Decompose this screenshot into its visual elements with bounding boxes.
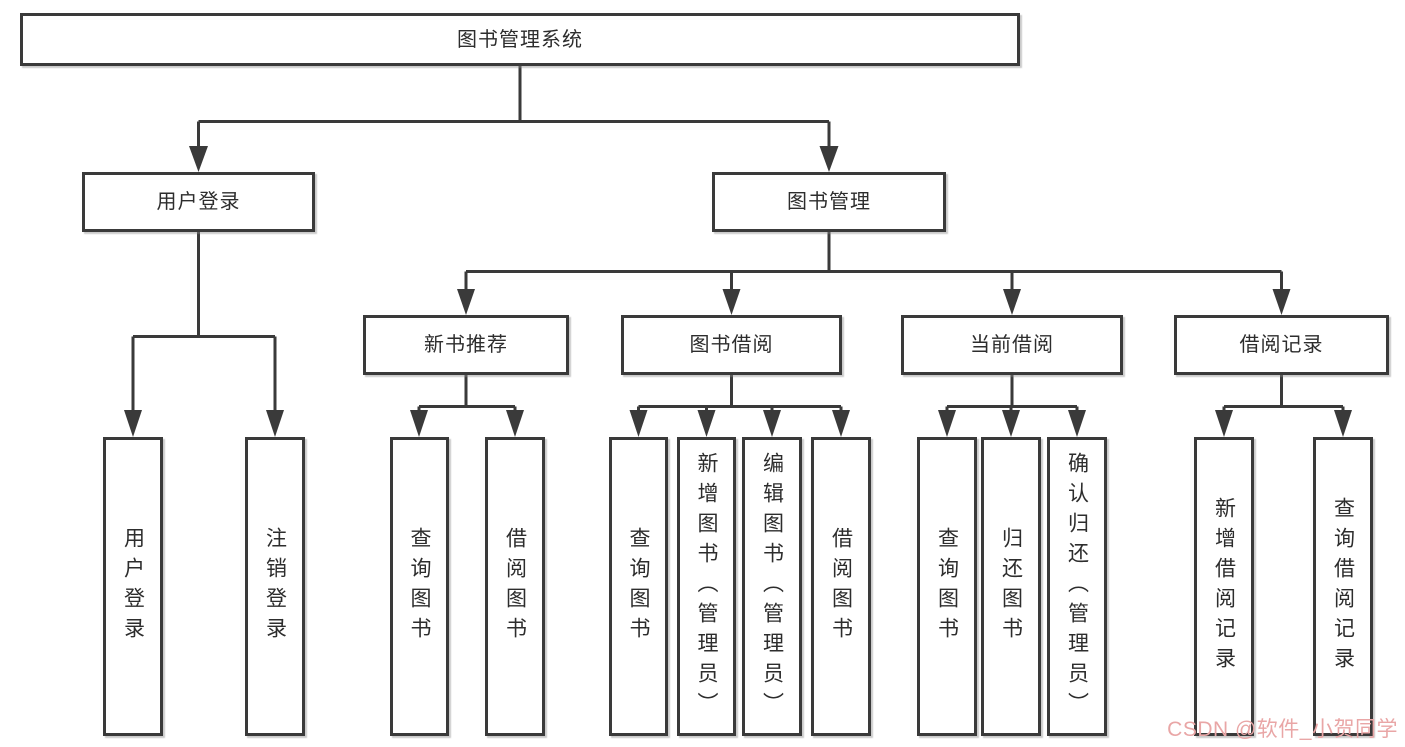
leaf-edit-books-admin: 编辑图书（管理员） — [742, 437, 802, 736]
arrow-down-icon — [124, 410, 142, 437]
leaf-logout: 注销登录 — [245, 437, 305, 736]
connector-records-branch — [1222, 375, 1345, 413]
node-book-borrowing-label: 图书借阅 — [689, 334, 774, 356]
leaf-add-borrow-record-label: 新增借阅记录 — [1212, 496, 1236, 677]
connector-book-mgmt-branch — [464, 232, 1283, 291]
arrow-down-icon — [938, 410, 956, 437]
leaf-add-books-admin: 新增图书（管理员） — [677, 437, 736, 736]
watermark-text: CSDN @软件_小贺同学 — [1167, 718, 1398, 741]
leaf-confirm-return-admin-label: 确认归还（管理员） — [1065, 451, 1089, 722]
leaf-query-books-1-label: 查询图书 — [408, 526, 431, 647]
leaf-query-books-3-label: 查询图书 — [935, 526, 959, 647]
connector-new-book-branch — [417, 375, 517, 413]
leaf-query-books-2-label: 查询图书 — [627, 526, 650, 647]
node-current-borrowing-label: 当前借阅 — [970, 334, 1054, 356]
node-borrowing-records-label: 借阅记录 — [1239, 334, 1324, 356]
node-book-management: 图书管理 — [712, 172, 946, 232]
leaf-return-books: 归还图书 — [981, 437, 1041, 736]
arrow-down-icon — [1334, 410, 1352, 437]
node-book-management-label: 图书管理 — [787, 191, 871, 213]
node-root-label: 图书管理系统 — [457, 28, 583, 51]
arrow-down-icon — [629, 410, 648, 437]
node-new-book-recommend: 新书推荐 — [363, 315, 569, 375]
leaf-user-login-label: 用户登录 — [121, 526, 145, 647]
leaf-user-login: 用户登录 — [103, 437, 163, 736]
arrow-down-icon — [457, 289, 475, 315]
arrow-down-icon — [722, 289, 741, 315]
arrow-down-icon — [1003, 289, 1021, 315]
leaf-borrow-books-2-label: 借阅图书 — [829, 526, 853, 647]
node-root: 图书管理系统 — [20, 13, 1020, 66]
connector-current-branch — [945, 375, 1079, 413]
leaf-query-books-3: 查询图书 — [917, 437, 977, 736]
leaf-query-borrow-record-label: 查询借阅记录 — [1331, 496, 1355, 677]
arrow-down-icon — [189, 146, 208, 172]
leaf-query-books-2: 查询图书 — [609, 437, 668, 736]
connector-user-login-branch — [131, 232, 277, 412]
node-user-login-label: 用户登录 — [156, 191, 241, 213]
leaf-edit-books-admin-label: 编辑图书（管理员） — [760, 451, 784, 722]
leaf-add-borrow-record: 新增借阅记录 — [1194, 437, 1254, 736]
leaf-logout-label: 注销登录 — [263, 526, 287, 647]
node-book-borrowing: 图书借阅 — [621, 315, 842, 375]
leaf-query-borrow-record: 查询借阅记录 — [1313, 437, 1373, 736]
arrow-down-icon — [832, 410, 850, 437]
leaf-borrow-books-2: 借阅图书 — [811, 437, 871, 736]
node-current-borrowing: 当前借阅 — [901, 315, 1123, 375]
arrow-down-icon — [1002, 410, 1020, 437]
leaf-return-books-label: 归还图书 — [999, 526, 1023, 647]
leaf-borrow-books-1-label: 借阅图书 — [503, 526, 527, 647]
arrow-down-icon — [1215, 410, 1233, 437]
leaf-confirm-return-admin: 确认归还（管理员） — [1047, 437, 1107, 736]
arrow-down-icon — [506, 410, 524, 437]
node-user-login: 用户登录 — [82, 172, 315, 232]
arrow-down-icon — [410, 410, 428, 437]
arrow-down-icon — [763, 410, 781, 437]
leaf-query-books-1: 查询图书 — [390, 437, 449, 736]
arrow-down-icon — [819, 146, 839, 172]
connector-root-branch — [197, 66, 831, 150]
leaf-add-books-admin-label: 新增图书（管理员） — [695, 451, 718, 722]
arrow-down-icon — [266, 410, 284, 437]
connector-borrow-branch — [637, 375, 843, 413]
node-borrowing-records: 借阅记录 — [1174, 315, 1389, 375]
leaf-borrow-books-1: 借阅图书 — [485, 437, 545, 736]
arrow-down-icon — [697, 410, 716, 437]
arrow-down-icon — [1068, 410, 1086, 437]
node-new-book-recommend-label: 新书推荐 — [424, 334, 508, 356]
arrow-down-icon — [1272, 289, 1291, 315]
